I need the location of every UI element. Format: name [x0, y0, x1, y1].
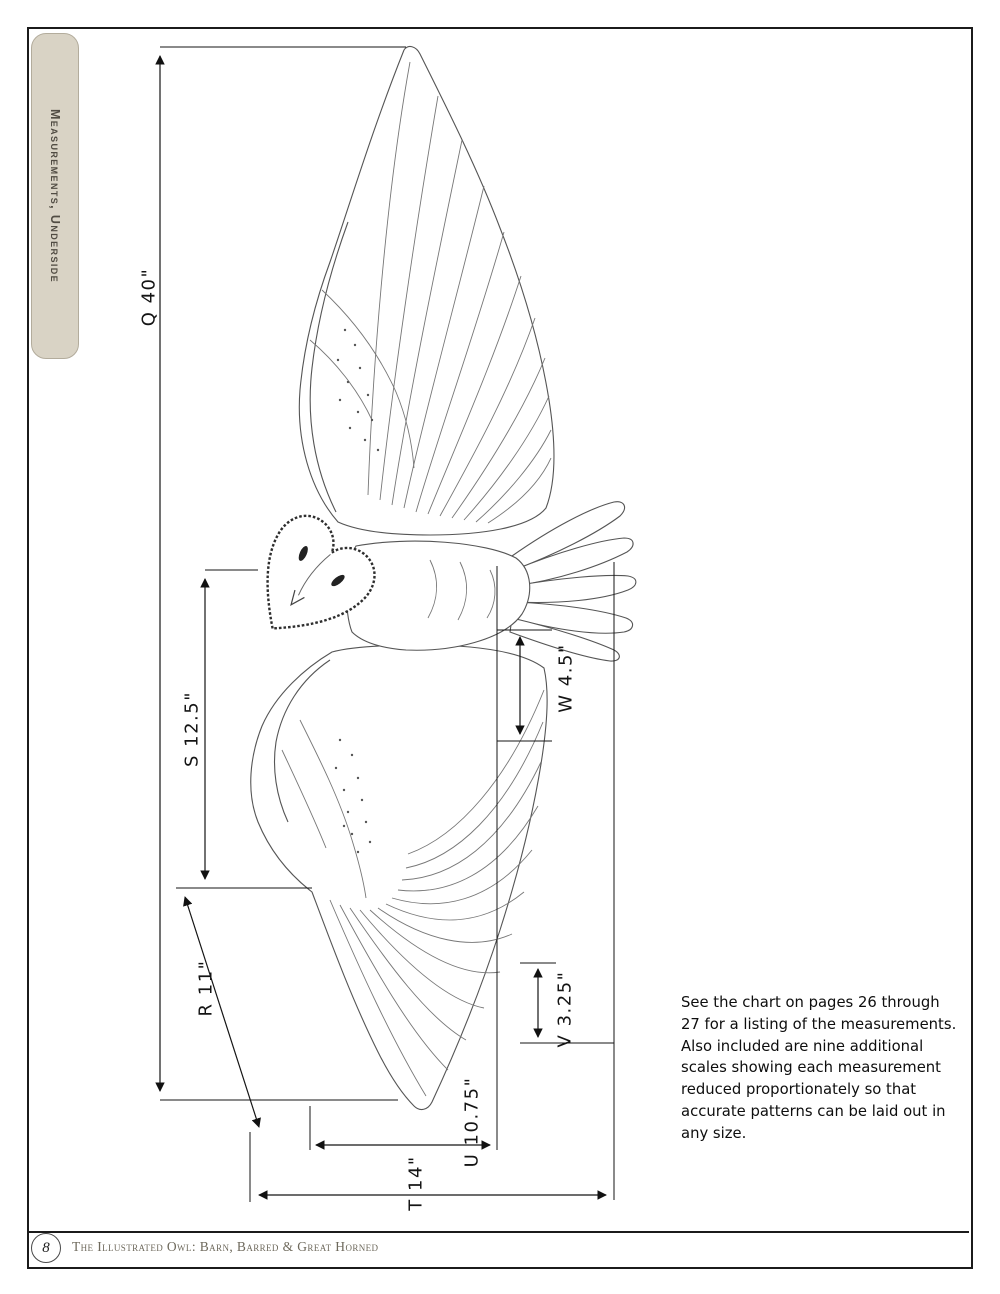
upper-wing-speckles: [336, 328, 380, 452]
dimension-arrows: [155, 55, 607, 1200]
dim-label-t: T 14": [405, 1155, 427, 1211]
extension-lines: [160, 46, 615, 1202]
upper-wing-feathers: [309, 61, 552, 524]
dimension-lines: [155, 46, 615, 1202]
dim-label-v: V 3.25": [554, 970, 576, 1048]
footer-title: The Illustrated Owl: Barn, Barred & Grea…: [72, 1239, 379, 1254]
dim-label-s: S 12.5": [181, 690, 203, 768]
page-number-badge: 8: [31, 1233, 61, 1263]
owl-upper-wing: [298, 45, 555, 536]
dim-label-r: R 11": [195, 959, 217, 1017]
dim-label-w: W 4.5": [555, 643, 577, 713]
owl-eyes: [298, 545, 345, 587]
owl-body: [345, 540, 531, 651]
owl-beak: [290, 589, 305, 606]
note-paragraph: See the chart on pages 26 through 27 for…: [681, 994, 957, 1142]
owl-illustration: [250, 45, 637, 1111]
lower-wing-speckles: [334, 738, 372, 854]
owl-tail: [509, 501, 637, 662]
page-border: [27, 27, 973, 1269]
side-tab: Measurements, Underside: [31, 33, 79, 359]
owl-lower-wing: [250, 644, 548, 1111]
dim-label-q: Q 40": [138, 267, 160, 327]
lower-wing-feathers: [281, 689, 545, 1097]
footer-rule: [27, 1231, 969, 1233]
owl-head: [266, 514, 376, 630]
dim-label-u: U 10.75": [461, 1076, 483, 1168]
